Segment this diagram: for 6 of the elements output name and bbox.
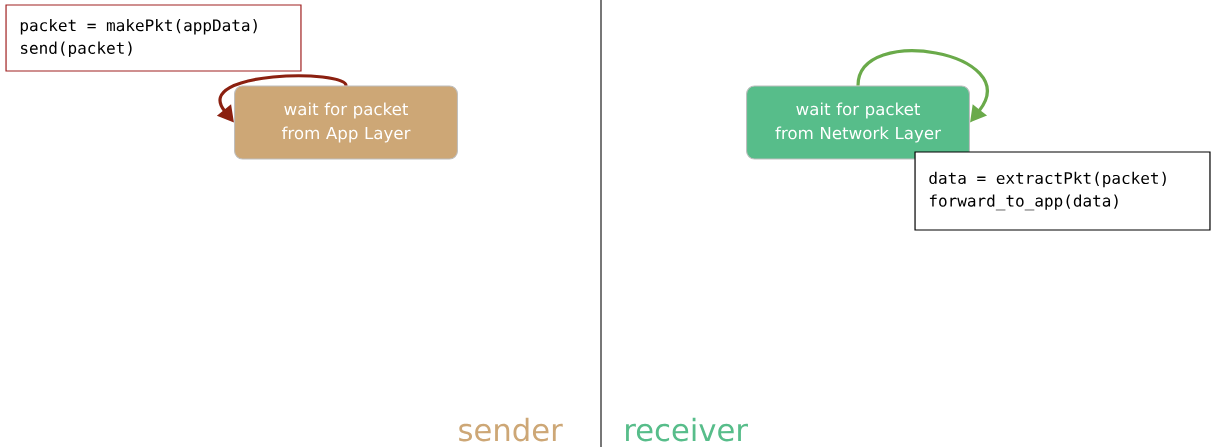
- state-box: wait for packet from Network Layer: [746, 85, 970, 160]
- side-label: receiver: [626, 417, 748, 442]
- code-box: data = extractPkt(packet) forward_to_app(data): [914, 151, 1211, 231]
- side-label: sender: [459, 417, 563, 442]
- state-box: wait for packet from App Layer: [234, 85, 458, 160]
- code-box: packet = makePkt(appData) send(packet): [5, 4, 302, 72]
